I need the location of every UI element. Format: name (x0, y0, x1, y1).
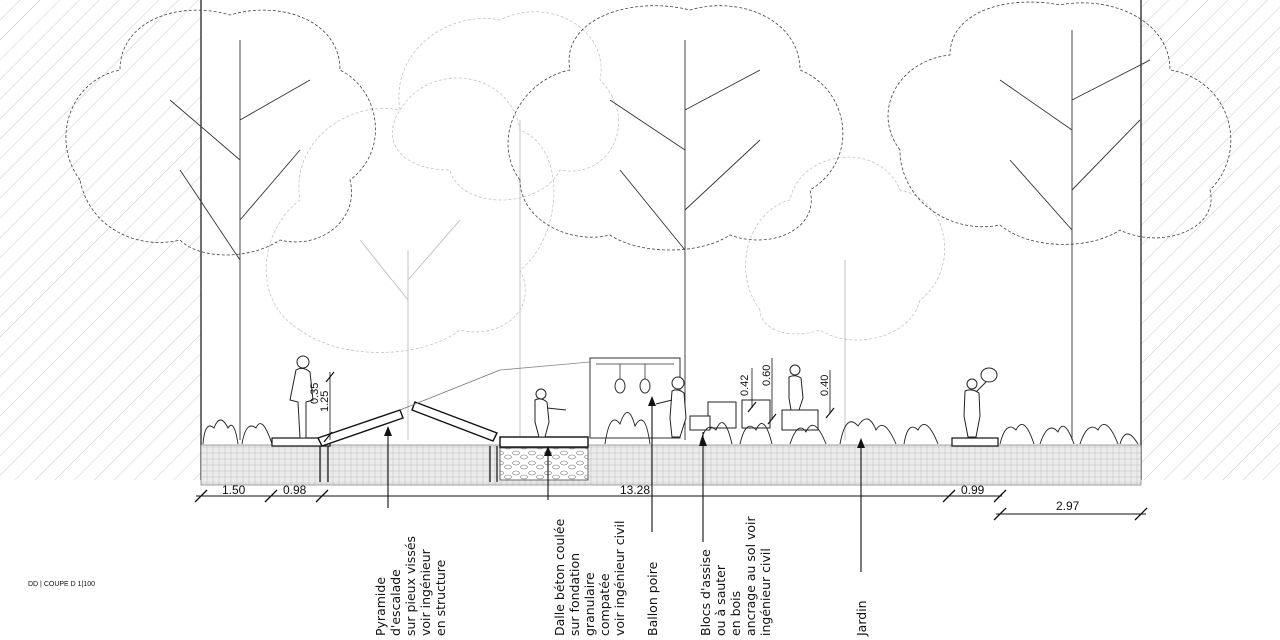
dim-v-5: 0.40 (819, 375, 831, 396)
dim-h-1: 1.50 (222, 483, 246, 497)
right-platform (951, 437, 999, 447)
figure-child-balloon (963, 367, 998, 438)
svg-text:en bois: en bois (728, 591, 743, 636)
tree-center (507, 5, 844, 440)
ground-soil (200, 444, 1142, 486)
annotation-arrowheads (384, 396, 865, 456)
svg-text:granulaire: granulaire (582, 572, 597, 636)
svg-text:voir ingénieur: voir ingénieur (418, 548, 433, 636)
dim-h-3: 13.28 (620, 483, 650, 497)
svg-text:Jardin: Jardin (854, 600, 869, 637)
annotation-blocs: Blocs d'assise ou à sauter en bois ancra… (698, 515, 773, 636)
svg-text:d'escalade: d'escalade (388, 569, 403, 636)
shrubs-right (903, 424, 1139, 445)
dim-v-3: 0.42 (739, 375, 751, 396)
svg-text:Dalle béton coulée: Dalle béton coulée (552, 518, 567, 636)
gravel-foundation (499, 447, 589, 481)
left-hatch-zone (0, 0, 201, 480)
svg-text:ingénieur civil: ingénieur civil (758, 548, 773, 636)
punching-bag-frame (499, 357, 681, 439)
dim-h-2: 0.98 (283, 483, 307, 497)
figure-child-slab (534, 388, 567, 438)
tree-background-2 (391, 11, 619, 440)
dim-v-2: 1.25 (319, 391, 331, 412)
annotation-dalle: Dalle béton coulée sur fondation granula… (552, 518, 627, 636)
shrubs-left (202, 419, 273, 445)
vertical-dimension-ticks (323, 358, 835, 443)
right-hatch-zone (1141, 0, 1280, 480)
drawing-title: DD | COUPE D 1|100 (28, 581, 95, 588)
tree-background-1 (265, 77, 555, 440)
shrubs-center (604, 412, 897, 445)
svg-text:Pyramide: Pyramide (373, 577, 388, 636)
dim-v-4: 0.60 (761, 365, 773, 386)
annotation-pyramide: Pyramide d'escalade sur pieux vissés voi… (373, 536, 448, 636)
tree-right (887, 1, 1232, 440)
svg-text:Blocs d'assise: Blocs d'assise (698, 549, 713, 636)
svg-text:en structure: en structure (433, 559, 448, 636)
seating-blocks (689, 399, 819, 431)
figure-child-blocks (788, 364, 804, 411)
svg-text:ou à sauter: ou à sauter (713, 564, 728, 636)
horizontal-dimension-line (194, 489, 1148, 521)
svg-text:ancrage au sol voir: ancrage au sol voir (743, 515, 758, 636)
dim-h-4: 0.99 (961, 483, 985, 497)
figure-adult-left (289, 355, 314, 439)
annotation-jardin: Jardin (854, 600, 869, 637)
dim-v-1: 0.35 (309, 383, 321, 404)
annotation-leaders (387, 402, 862, 572)
annotation-ballon-poire: Ballon poire (645, 561, 660, 636)
svg-text:compatée: compatée (597, 573, 612, 636)
figure-boxer (655, 376, 687, 438)
tree-background-3 (745, 156, 946, 440)
svg-text:Ballon poire: Ballon poire (645, 561, 660, 636)
svg-text:sur fondation: sur fondation (567, 553, 582, 636)
svg-text:voir ingénieur civil: voir ingénieur civil (612, 521, 627, 636)
svg-text:sur pieux vissés: sur pieux vissés (403, 536, 418, 636)
concrete-slab (499, 436, 589, 448)
dim-h-5: 2.97 (1056, 499, 1080, 513)
tree-left (65, 9, 376, 440)
